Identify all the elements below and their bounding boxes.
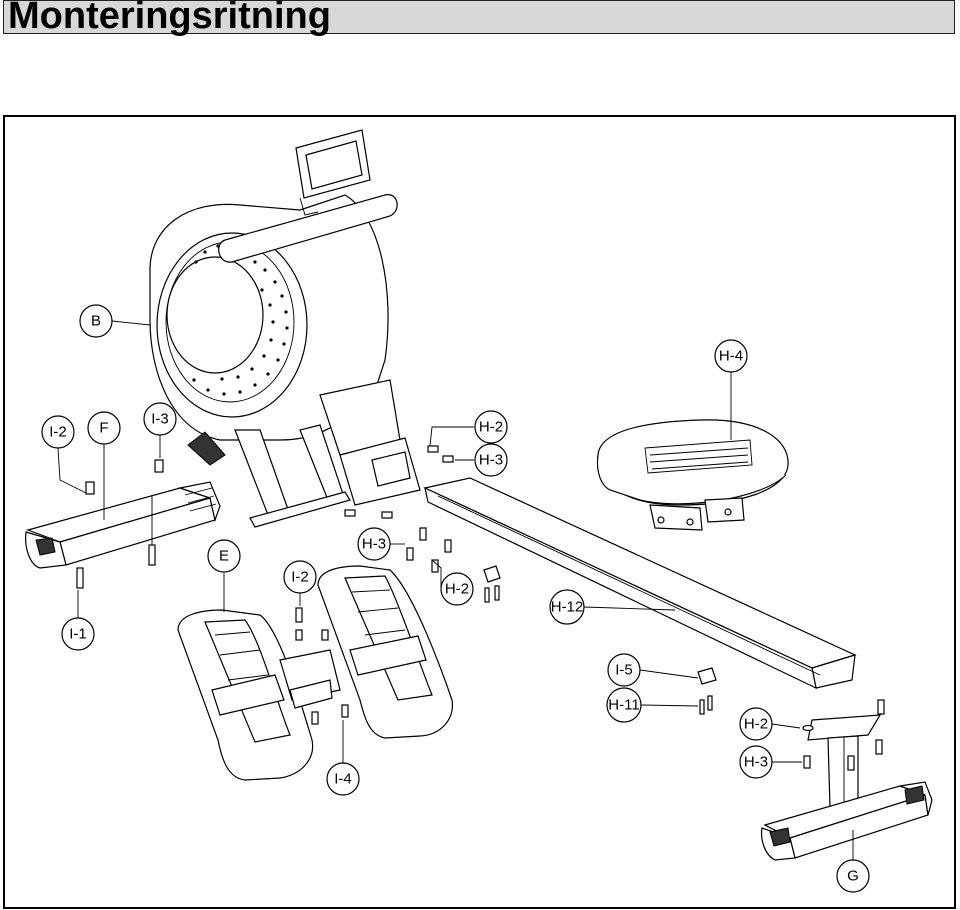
callout-I1: I-1 — [61, 617, 95, 651]
footrests — [177, 565, 453, 781]
callout-H3-top: H-3 — [474, 443, 508, 477]
page-title: Monteringsritning — [8, 0, 331, 37]
front-stabilizer — [25, 481, 221, 569]
label-I2-mid: I-2 — [291, 569, 309, 586]
callout-I2-left: I-2 — [41, 415, 75, 449]
label-I2-left: I-2 — [49, 424, 67, 441]
callout-H3-right: H-3 — [739, 745, 773, 779]
flywheel-housing — [149, 129, 421, 528]
leader-lines — [57, 320, 854, 860]
label-H3-right: H-3 — [744, 754, 768, 771]
label-F: F — [99, 420, 108, 437]
label-H12: H-12 — [551, 599, 584, 616]
callout-G: G — [836, 859, 870, 893]
label-I5: I-5 — [615, 662, 633, 679]
callout-I3: I-3 — [143, 402, 177, 436]
callout-H2-mid: H-2 — [440, 572, 474, 606]
callout-H3-mid: H-3 — [357, 527, 391, 561]
label-B: B — [91, 313, 101, 330]
callout-H2-top: H-2 — [474, 410, 508, 444]
callout-B: B — [79, 304, 113, 338]
title-bar: Monteringsritning — [3, 0, 955, 37]
hardware — [76, 445, 885, 771]
label-H3-mid: H-3 — [362, 536, 386, 553]
callout-E: E — [207, 539, 241, 573]
callout-H4: H-4 — [714, 339, 748, 373]
label-H2-top: H-2 — [479, 419, 503, 436]
callout-H12: H-12 — [549, 589, 585, 625]
callout-I2-mid: I-2 — [283, 560, 317, 594]
diagram-frame — [3, 115, 956, 909]
label-E: E — [219, 548, 229, 565]
callout-H11: H-11 — [606, 687, 642, 723]
main-rail — [423, 477, 857, 690]
label-I1: I-1 — [69, 626, 87, 643]
callout-H2-right: H-2 — [739, 707, 773, 741]
rear-stabilizer — [760, 714, 933, 861]
label-H3-top: H-3 — [479, 452, 503, 469]
label-H4: H-4 — [719, 348, 743, 365]
callout-F: F — [87, 411, 121, 445]
label-G: G — [847, 868, 859, 885]
label-H2-mid: H-2 — [445, 581, 469, 598]
callout-I5: I-5 — [607, 653, 641, 687]
seat — [596, 419, 789, 531]
callout-I4: I-4 — [326, 762, 360, 796]
label-I4: I-4 — [334, 771, 352, 788]
label-I3: I-3 — [151, 411, 169, 428]
label-H11: H-11 — [608, 697, 639, 714]
label-H2-right: H-2 — [744, 716, 768, 733]
